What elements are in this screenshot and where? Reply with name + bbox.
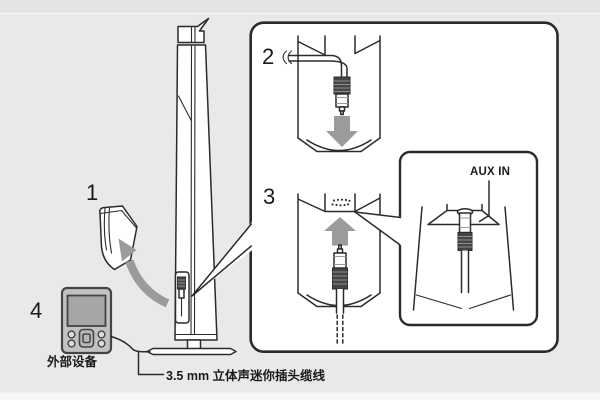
- connection-cable: [110, 335, 151, 353]
- step-4-number: 4: [30, 298, 43, 323]
- tower-top-cap: [177, 17, 210, 44]
- tower-body: [174, 44, 218, 341]
- step2-drawing: [282, 35, 381, 153]
- jack-hole-dots: [331, 198, 351, 207]
- down-arrow-icon: [326, 116, 358, 147]
- callout-wedge-tower: [191, 220, 253, 297]
- speaker-tower-illustration: [146, 17, 237, 356]
- step-1-number: 1: [86, 180, 99, 205]
- step3-drawing: [297, 193, 381, 346]
- curved-arrow-icon: [118, 238, 170, 308]
- up-arrow-icon: [324, 217, 356, 246]
- cable-label: 3.5 mm 立体声迷你插头缆线: [166, 369, 326, 383]
- top-cover-piece: [99, 205, 138, 271]
- aux-inset-drawing: [412, 180, 515, 311]
- external-device-label: 外部设备: [47, 355, 98, 369]
- cable-break-marks: [282, 50, 293, 65]
- device-center-button: [82, 333, 91, 344]
- label-leader-line: [137, 351, 165, 376]
- plug-up: [332, 244, 348, 290]
- callout-wedge-inset: [354, 211, 402, 246]
- external-device-illustration: [60, 286, 113, 355]
- step-3-number: 3: [263, 184, 276, 209]
- cable-plug-down: [288, 54, 351, 116]
- inset-plug: [457, 212, 473, 294]
- device-screen: [66, 294, 107, 327]
- step-2-number: 2: [262, 44, 275, 69]
- dashed-cable: [336, 314, 344, 346]
- tower-base-plate: [146, 347, 237, 356]
- aux-in-label: AUX IN: [470, 166, 511, 178]
- aux-pointer-line: [478, 180, 490, 223]
